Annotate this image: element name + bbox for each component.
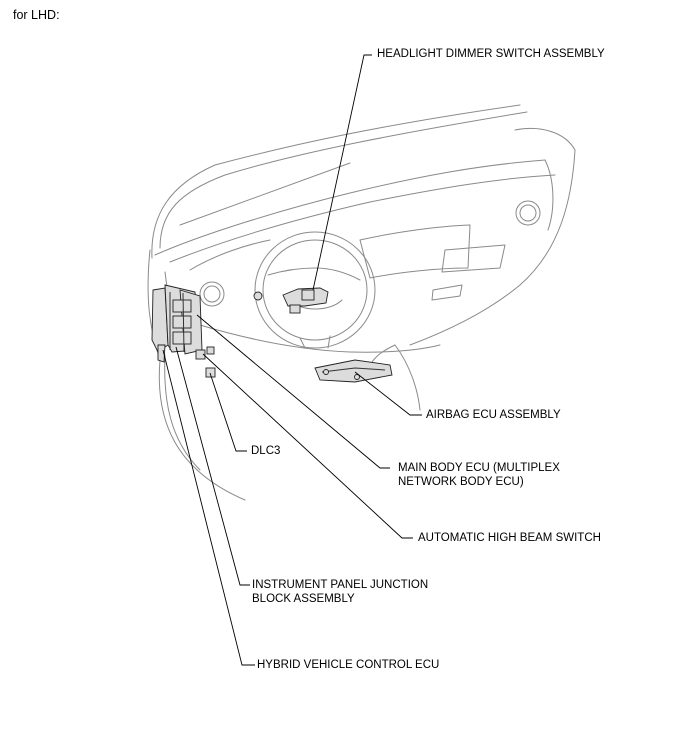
- auto-high-beam-switch-part: [195, 346, 215, 360]
- label-hv-control-ecu: HYBRID VEHICLE CONTROL ECU: [257, 659, 440, 671]
- leader-lines: [162, 54, 422, 666]
- label-ip-junction-line1: INSTRUMENT PANEL JUNCTION: [252, 579, 429, 591]
- label-dlc3: DLC3: [251, 445, 281, 457]
- left-vent: [199, 281, 225, 307]
- label-headlight-dimmer-switch: HEADLIGHT DIMMER SWITCH ASSEMBLY: [377, 48, 605, 60]
- leader-dlc3: [209, 372, 247, 452]
- label-main-body-ecu: MAIN BODY ECU (MULTIPLEX NETWORK BODY EC…: [398, 461, 560, 489]
- leader-main-body-ecu: [196, 314, 390, 469]
- leader-auto-high-beam: [202, 353, 413, 539]
- leader-headlight-dimmer: [312, 54, 372, 291]
- headlight-dimmer-switch-part: [253, 287, 329, 314]
- airbag-ecu-part: [314, 359, 393, 383]
- leader-ip-junction: [175, 346, 250, 586]
- label-ip-junction-block: INSTRUMENT PANEL JUNCTION BLOCK ASSEMBLY: [252, 578, 428, 606]
- dashboard-top: [154, 127, 576, 346]
- diagram-title: for LHD:: [13, 8, 60, 22]
- label-main-body-ecu-line2: NETWORK BODY ECU): [398, 476, 524, 488]
- label-ip-junction-line2: BLOCK ASSEMBLY: [252, 593, 355, 605]
- lower-dashboard: [147, 249, 441, 501]
- steering-wheel: [254, 231, 376, 349]
- label-main-body-ecu-line1: MAIN BODY ECU (MULTIPLEX: [398, 462, 560, 474]
- dlc3-part: [205, 367, 216, 378]
- windshield-outline: [151, 104, 528, 259]
- leader-hv-ecu: [162, 349, 255, 666]
- label-airbag-ecu: AIRBAG ECU ASSEMBLY: [426, 409, 561, 421]
- label-auto-high-beam-switch: AUTOMATIC HIGH BEAM SWITCH: [418, 532, 601, 544]
- junction-block-cluster: [151, 284, 203, 363]
- center-console-shapes: [359, 200, 541, 301]
- leader-airbag-ecu: [354, 371, 422, 416]
